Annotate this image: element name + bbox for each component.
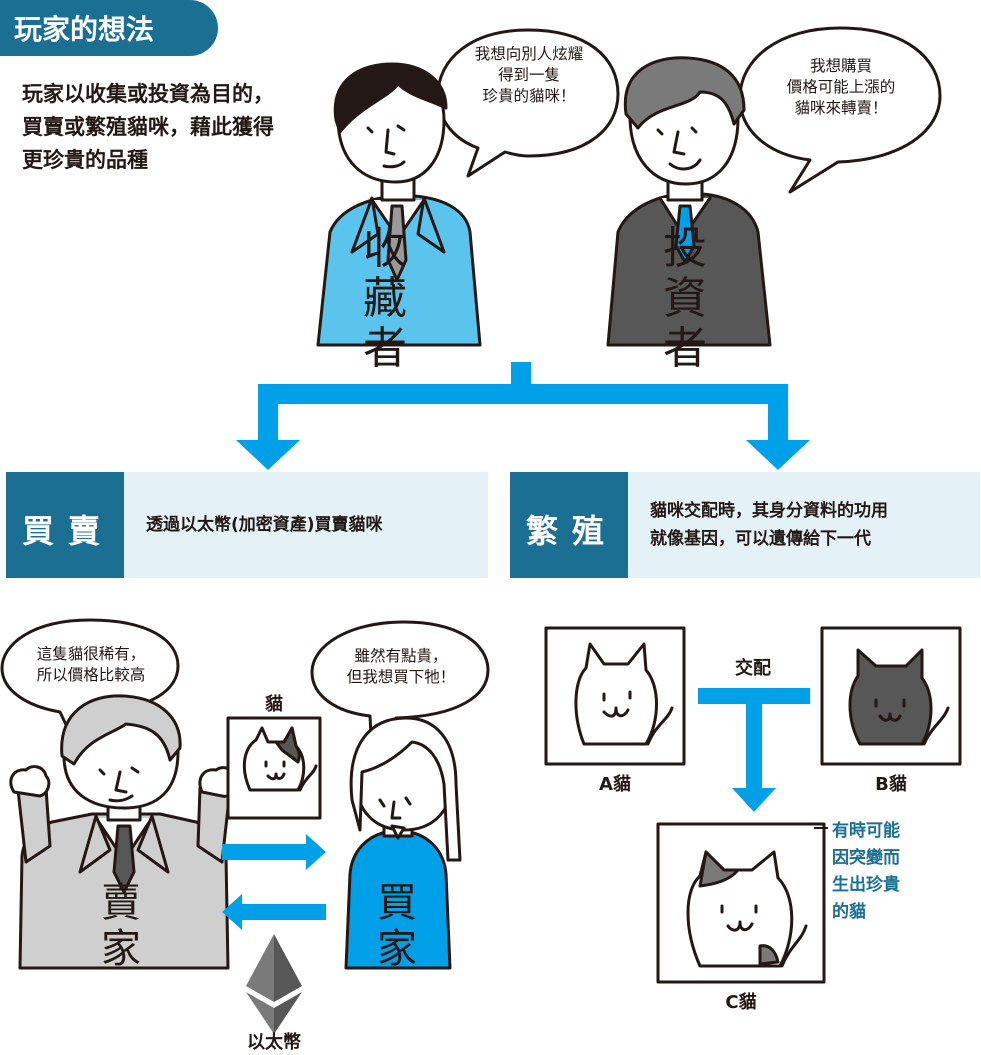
breed-box-description: 貓咪交配時，其身分資料的功用 就像基因，可以遺傳給下一代 — [650, 501, 888, 549]
collector-figure — [316, 62, 482, 347]
trade-arrow-left — [222, 894, 326, 930]
investor-speech-text: 我想購買 價格可能上漲的 貓咪來轉賣！ — [786, 57, 896, 117]
cat-b-label: B貓 — [875, 774, 907, 795]
header-badge — [0, 0, 218, 56]
connector-right-leg — [768, 384, 788, 442]
trade-box-description: 透過以太幣(加密資產)買賣貓咪 — [146, 515, 383, 535]
cat-a-label: A貓 — [599, 774, 631, 795]
buyer-label: 買家 — [377, 880, 417, 972]
connector-stem — [511, 362, 531, 384]
investor-speech-bubble — [738, 26, 942, 194]
seller-speech-text: 這隻貓很稀有， 所以價格比較高 — [36, 645, 146, 684]
mating-label: 交配 — [735, 658, 771, 679]
connector-right-arrowhead — [746, 440, 810, 470]
trade-cat-label: 貓 — [265, 694, 283, 715]
trade-box-desc-panel — [124, 472, 488, 578]
buyer-speech-text: 雖然有點貴， 但我想買下牠！ — [346, 647, 456, 686]
mating-connector — [698, 688, 810, 790]
investor-label: 投資者 — [663, 223, 707, 374]
breed-box-title: 繁殖 — [526, 512, 619, 550]
connector-bar — [258, 384, 788, 404]
collector-speech-bubble — [436, 28, 620, 178]
connector-left-leg — [258, 384, 278, 442]
ether-icon — [246, 934, 302, 1034]
connector-left-arrowhead — [236, 440, 300, 470]
trade-cat-icon — [242, 726, 318, 792]
investor-figure — [606, 56, 772, 347]
buyer-figure — [344, 716, 462, 970]
cat-a-icon — [574, 642, 674, 746]
cat-b-icon — [848, 648, 950, 746]
seller-label: 賣家 — [101, 880, 141, 972]
seller-figure — [9, 694, 237, 970]
breed-box-desc-panel — [628, 472, 980, 578]
trade-box-title-panel — [6, 472, 124, 578]
collector-speech-text: 我想向別人炫耀 得到一隻 珍貴的貓咪！ — [474, 45, 584, 105]
mutation-note: 有時可能 因突變而 生出珍貴 的貓 — [832, 821, 900, 922]
intro-text: 玩家以收集或投資為目的，買賣或繁殖貓咪，藉此獲得更珍貴的品種 — [22, 82, 274, 172]
ether-label: 以太幣 — [247, 1032, 301, 1053]
trade-box-title: 買賣 — [22, 512, 115, 550]
cat-c-label: C貓 — [725, 992, 757, 1013]
breed-box-title-panel — [510, 472, 628, 578]
trade-arrow-right — [222, 834, 326, 870]
cat-c-icon — [686, 850, 808, 968]
collector-label: 收藏者 — [363, 223, 407, 374]
page-title: 玩家的想法 — [14, 13, 155, 46]
mating-arrowhead — [732, 788, 776, 812]
